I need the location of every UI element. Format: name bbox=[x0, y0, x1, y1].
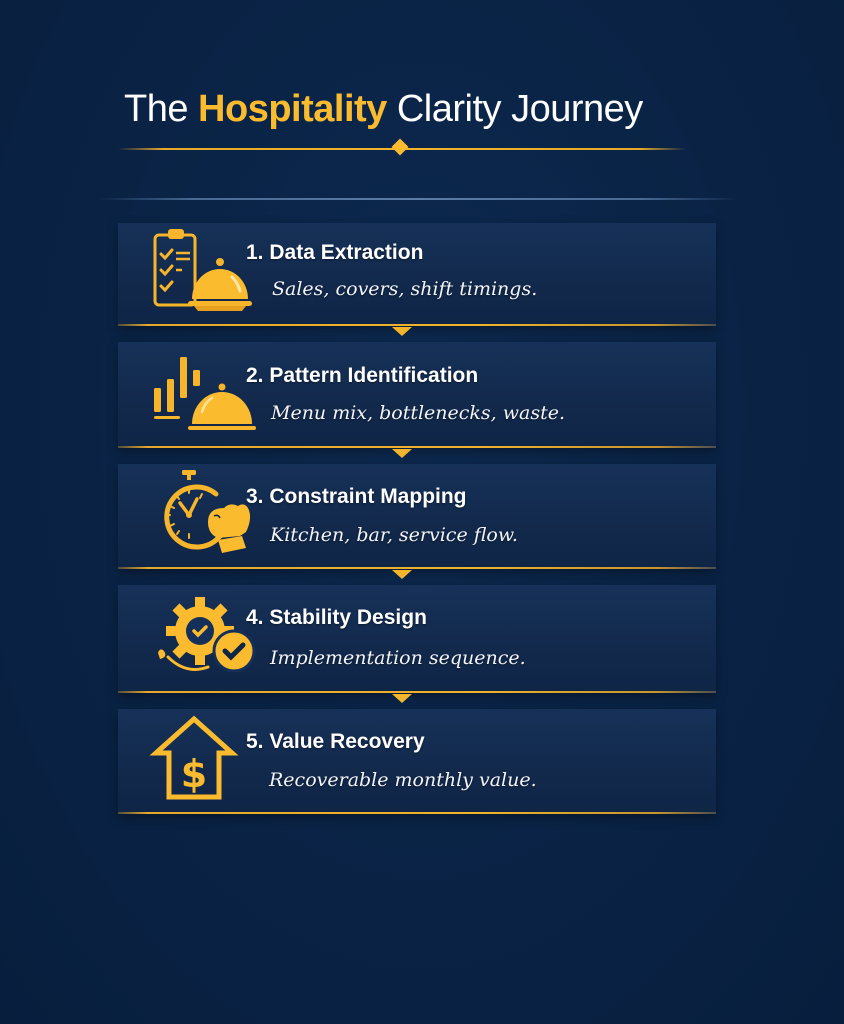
card-gold-underline bbox=[118, 691, 716, 693]
step-title: 3. Constraint Mapping bbox=[246, 485, 467, 508]
gear-check-icon bbox=[148, 587, 258, 683]
svg-text:$: $ bbox=[181, 752, 207, 796]
step-card-value-recovery: $ 5. Value Recovery Recoverable monthly … bbox=[118, 709, 716, 814]
down-arrow-icon bbox=[392, 449, 412, 458]
step-subtitle: Menu mix, bottlenecks, waste. bbox=[271, 402, 566, 424]
step-subtitle: Recoverable monthly value. bbox=[269, 769, 537, 791]
step-title: 2. Pattern Identification bbox=[246, 364, 479, 387]
step-subtitle: Sales, covers, shift timings. bbox=[272, 278, 538, 300]
bar-chart-cloche-icon bbox=[148, 344, 258, 440]
step-card-constraint-mapping: 3. Constraint Mapping Kitchen, bar, serv… bbox=[118, 464, 716, 579]
card-gold-underline bbox=[118, 446, 716, 448]
title-suffix: Clarity Journey bbox=[396, 88, 643, 130]
step-title: 5. Value Recovery bbox=[246, 730, 425, 753]
title-accent: Hospitality bbox=[198, 88, 387, 130]
section-divider bbox=[98, 198, 738, 200]
step-card-data-extraction: 1. Data Extraction Sales, covers, shift … bbox=[118, 223, 716, 336]
title-prefix: The bbox=[124, 88, 188, 130]
step-title: 4. Stability Design bbox=[246, 606, 427, 629]
diamond-ornament-icon bbox=[391, 138, 409, 156]
step-card-pattern-identification: 2. Pattern Identification Menu mix, bott… bbox=[118, 342, 716, 458]
house-dollar-icon: $ bbox=[148, 711, 258, 807]
card-gold-underline bbox=[118, 324, 716, 326]
step-subtitle: Implementation sequence. bbox=[270, 647, 526, 669]
card-gold-underline bbox=[118, 812, 716, 814]
down-arrow-icon bbox=[392, 327, 412, 336]
card-gold-underline bbox=[118, 567, 716, 569]
down-arrow-icon bbox=[392, 694, 412, 703]
stopwatch-oven-mitt-icon bbox=[148, 466, 258, 562]
step-title: 1. Data Extraction bbox=[246, 241, 424, 264]
step-card-stability-design: 4. Stability Design Implementation seque… bbox=[118, 585, 716, 703]
step-subtitle: Kitchen, bar, service flow. bbox=[270, 524, 518, 546]
down-arrow-icon bbox=[392, 570, 412, 579]
clipboard-cloche-icon bbox=[148, 225, 258, 321]
